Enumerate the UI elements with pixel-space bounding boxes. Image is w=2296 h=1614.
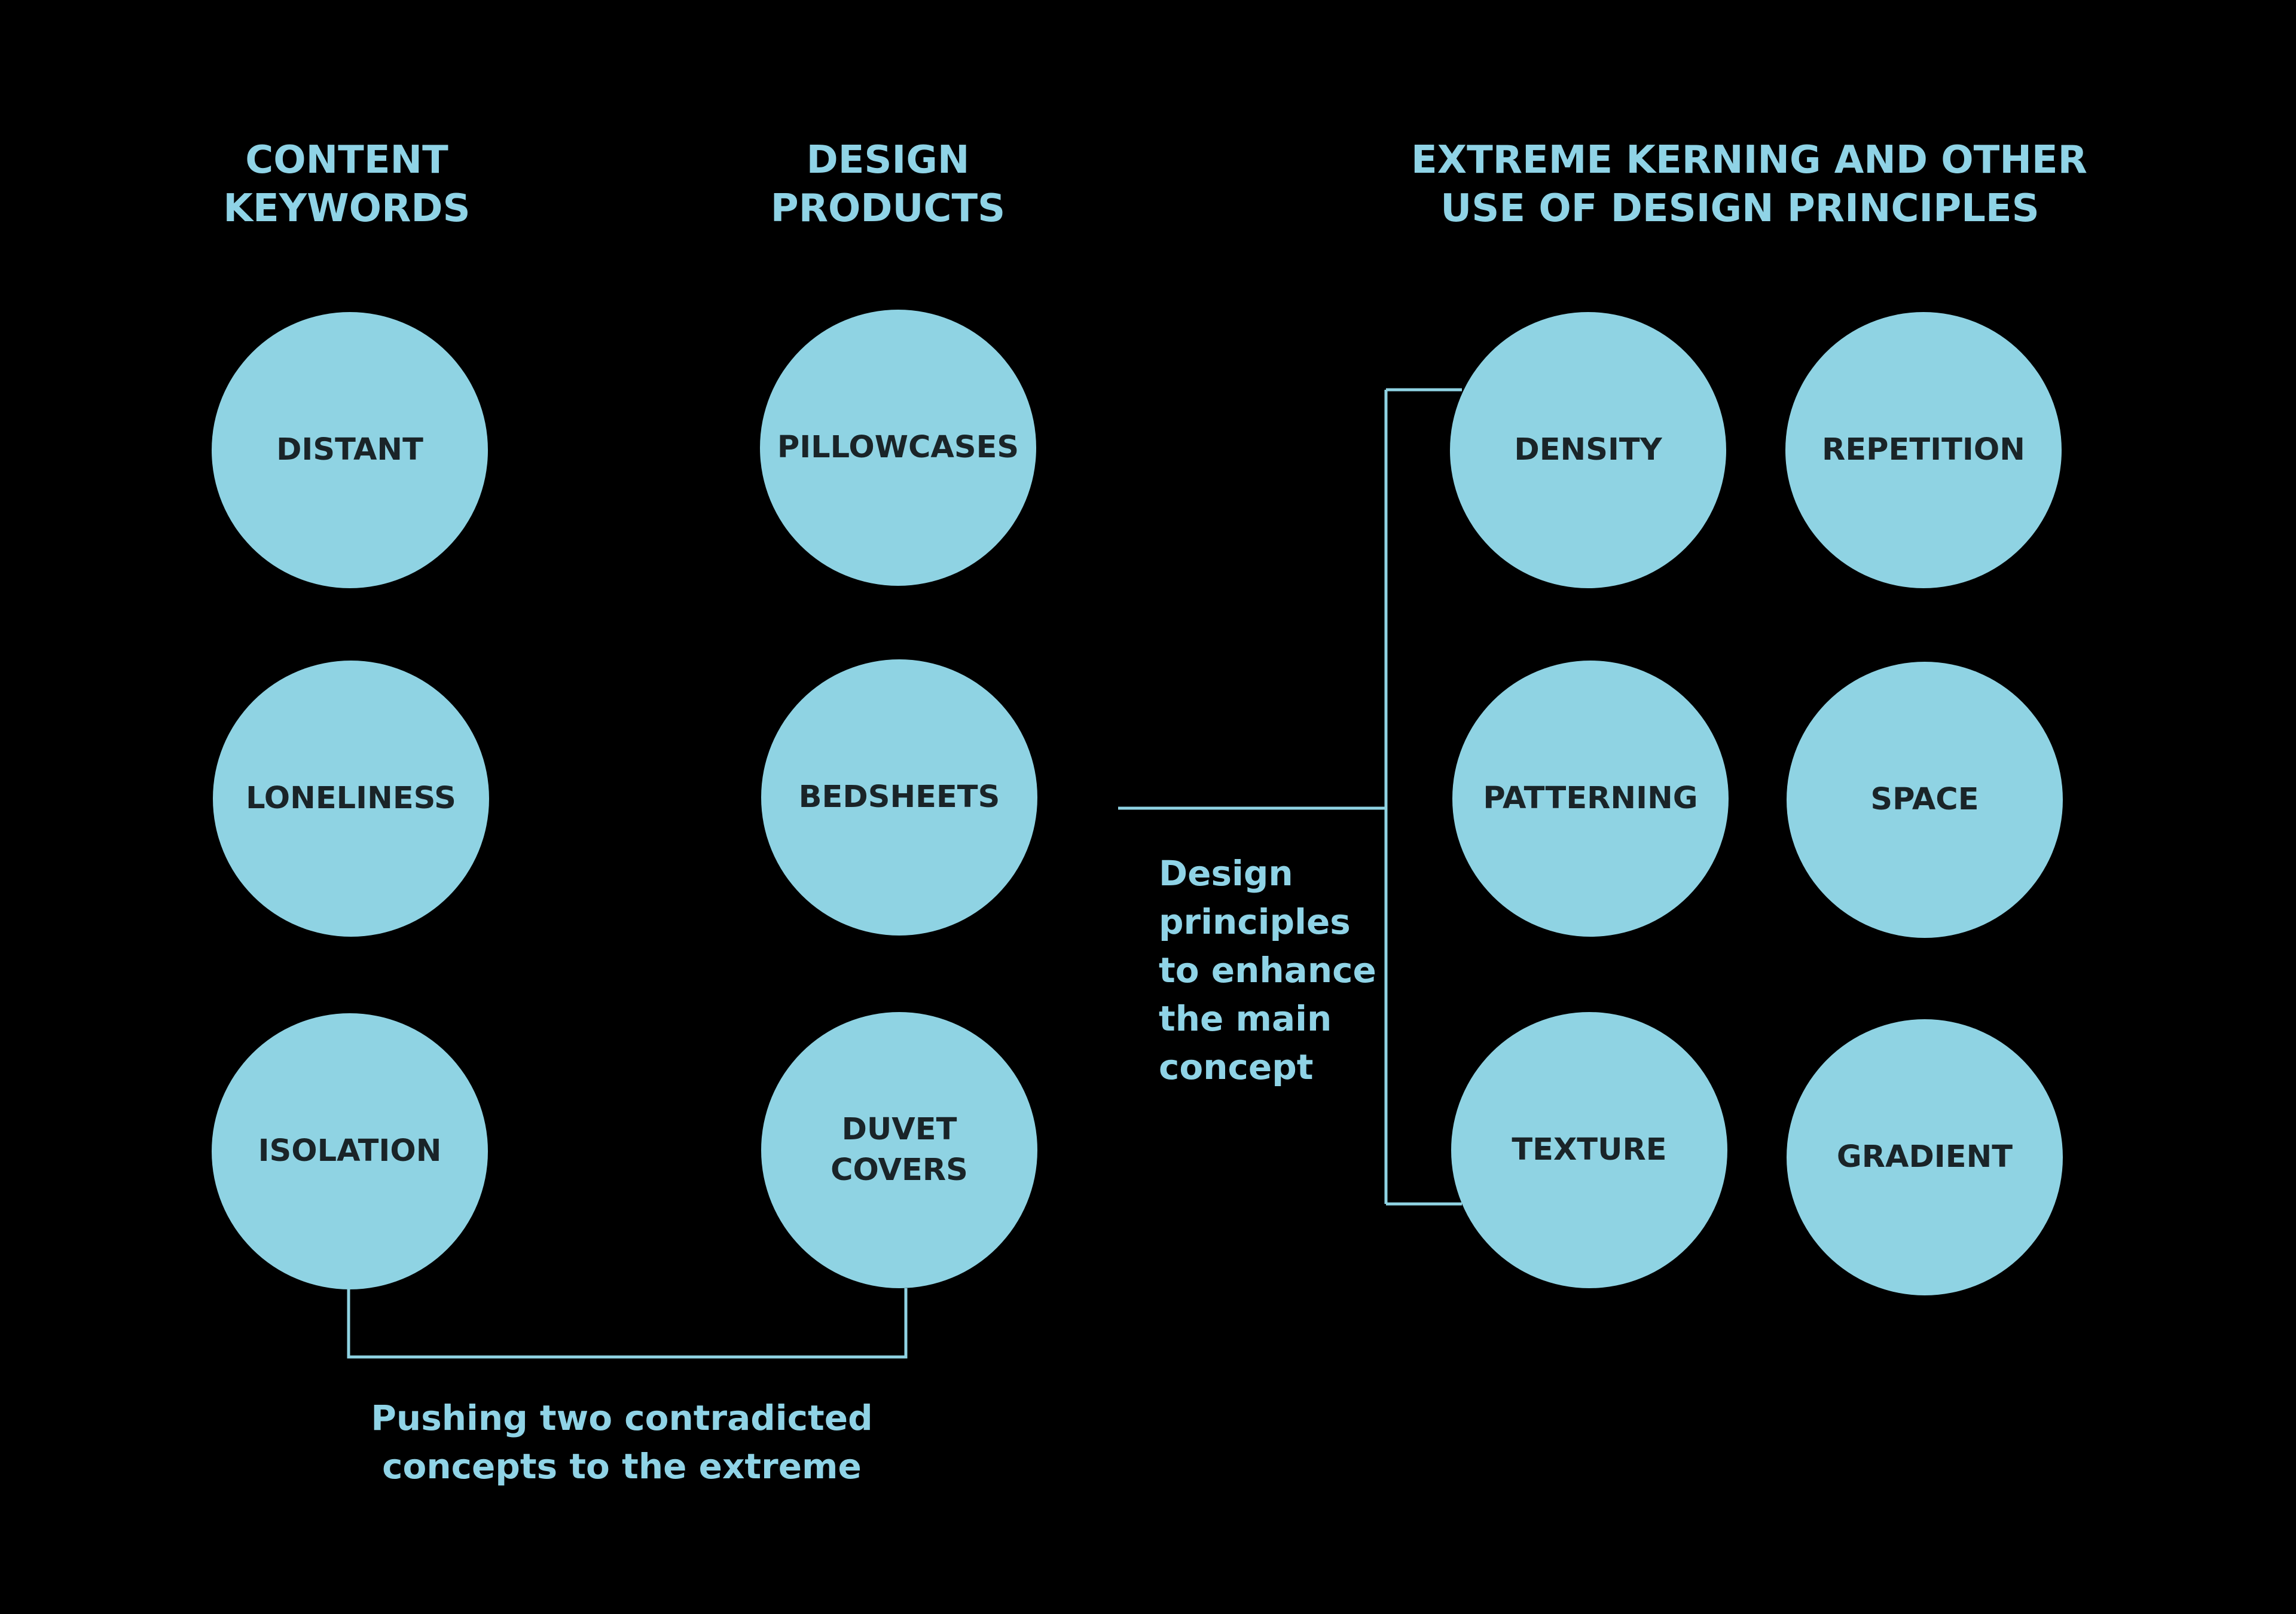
circle-distant: DISTANT [212,312,488,588]
circle-label: GRADIENT [1836,1139,2013,1175]
circle-label: DENSITY [1514,432,1662,467]
circle-label: ISOLATION [258,1133,442,1169]
circle-gradient: GRADIENT [1787,1019,2063,1295]
circle-space: SPACE [1787,662,2063,938]
circle-label: SPACE [1870,782,1979,817]
circle-label: DISTANT [276,432,423,467]
heading-design-principles-line-2: USE OF DESIGN PRINCIPLES [1440,187,2039,231]
caption-enhance-concept: Design principles to enhance the main co… [1159,853,1376,1087]
heading-content-keywords-line-2: KEYWORDS [223,187,471,231]
heading-design-products-line-2: PRODUCTS [770,187,1006,231]
heading-design-principles: EXTREME KERNING AND OTHER USE OF DESIGN … [1411,136,2087,233]
heading-design-products: DESIGN PRODUCTS [738,136,1037,233]
circle-label: PILLOWCASES [777,430,1019,465]
circle-duvet-covers: DUVET COVERS [761,1012,1037,1288]
circle-loneliness: LONELINESS [213,661,489,937]
circle-label: BEDSHEETS [798,780,1000,815]
circle-repetition: REPETITION [1785,312,2062,588]
circle-label: REPETITION [1822,432,2025,467]
circle-pillowcases: PILLOWCASES [760,310,1036,586]
heading-design-products-line-1: DESIGN [806,138,970,182]
heading-content-keywords-line-1: CONTENT [245,138,448,182]
heading-content-keywords: CONTENT KEYWORDS [197,136,496,233]
caption-extreme-concepts: Pushing two contradicted concepts to the… [371,1398,873,1487]
circle-label: DUVET COVERS [831,1112,968,1188]
circle-label: LONELINESS [246,781,456,816]
bottom-bracket-line [347,1288,908,1359]
circle-label: TEXTURE [1512,1132,1667,1167]
circle-patterning: PATTERNING [1452,661,1729,937]
circle-isolation: ISOLATION [212,1013,488,1289]
circle-density: DENSITY [1450,312,1726,588]
heading-design-principles-line-1: EXTREME KERNING AND OTHER [1411,138,2087,182]
circle-label: PATTERNING [1483,781,1698,816]
circle-bedsheets: BEDSHEETS [761,659,1037,936]
circle-texture: TEXTURE [1451,1012,1727,1288]
